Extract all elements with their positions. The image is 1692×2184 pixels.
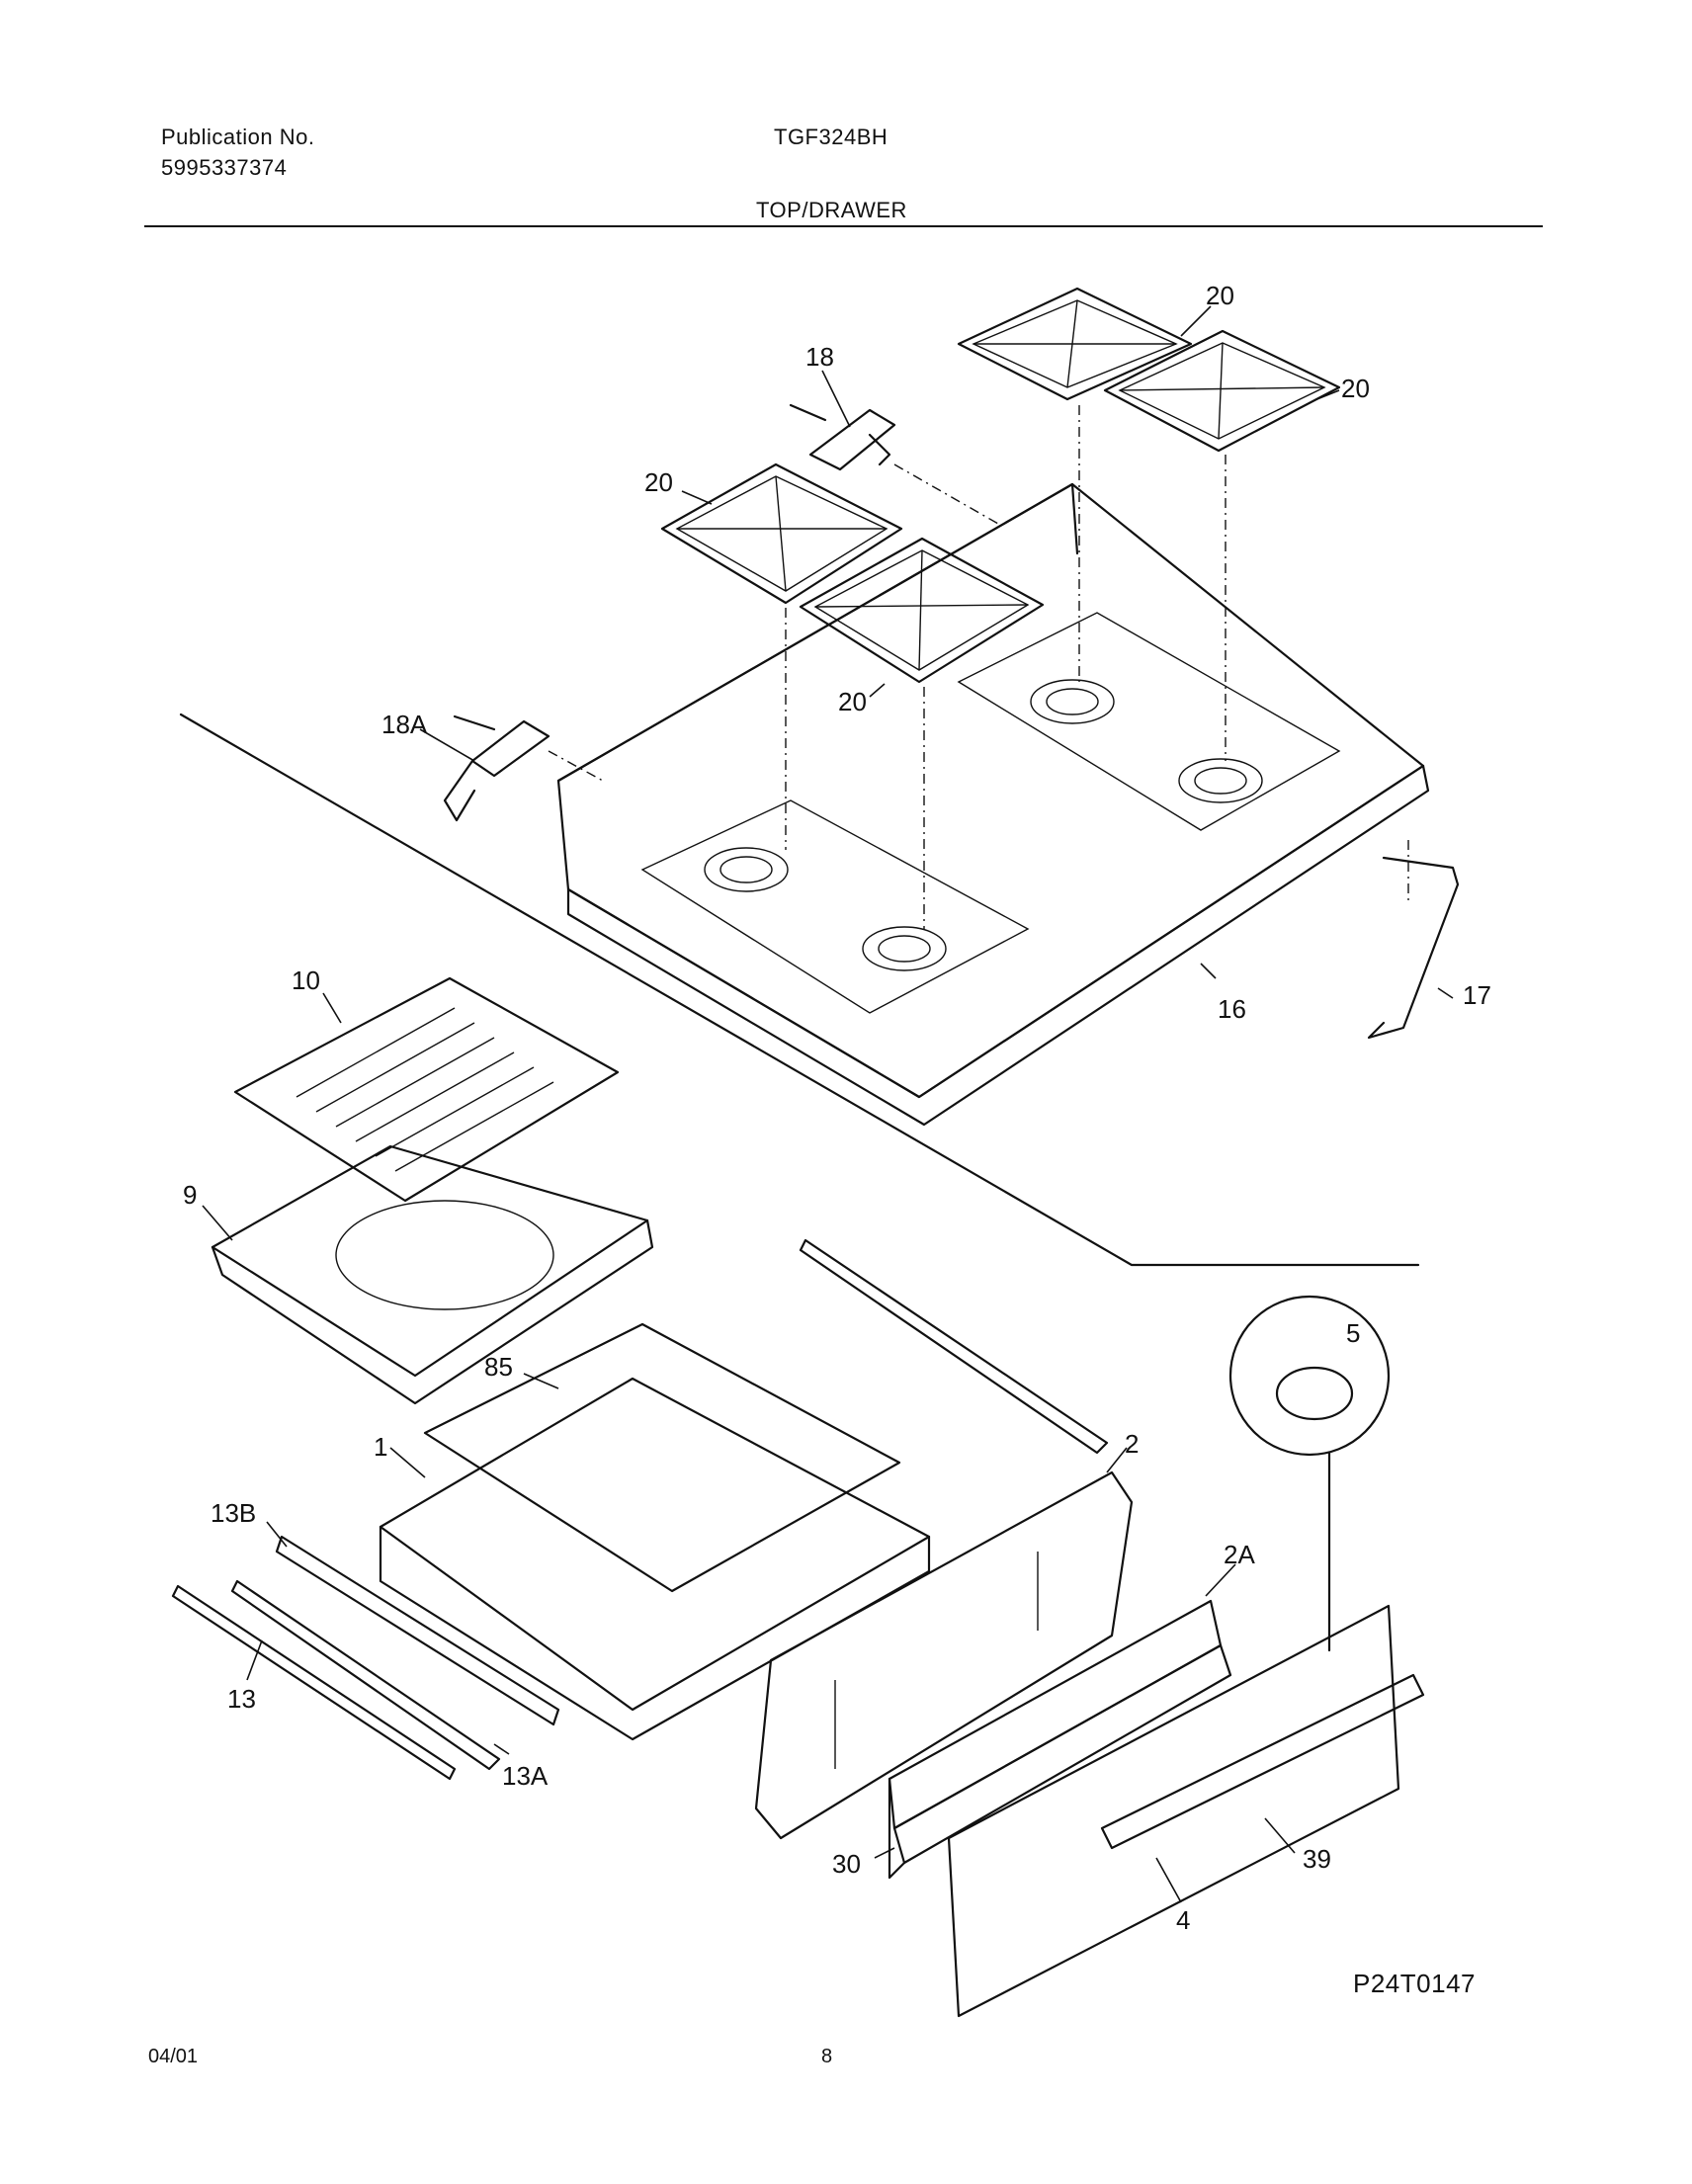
page-number: 8 — [821, 2046, 833, 2067]
callout-20: 20 — [838, 687, 867, 716]
header-rule — [144, 225, 1543, 227]
burner-grate-part — [660, 462, 903, 605]
callout-85: 85 — [484, 1352, 513, 1382]
callout-18: 18 — [805, 342, 834, 372]
callout-17: 17 — [1463, 980, 1491, 1010]
callout-5: 5 — [1346, 1318, 1360, 1348]
drawer-rail-part — [799, 1238, 1109, 1455]
callout-9: 9 — [183, 1180, 197, 1210]
model-number: TGF324BH — [774, 125, 888, 149]
callout-4: 4 — [1176, 1905, 1190, 1935]
drawer-side-panel-part — [754, 1470, 1134, 1840]
drawer-liner-part — [379, 1377, 931, 1741]
publication-number: 5995337374 — [161, 155, 288, 180]
callout-2a: 2A — [1224, 1540, 1255, 1569]
callout-2: 2 — [1125, 1429, 1139, 1459]
callout-20: 20 — [1206, 281, 1234, 310]
callout-20: 20 — [644, 467, 673, 497]
drawer-front-part — [888, 1599, 1232, 1880]
callout-20: 20 — [1341, 374, 1370, 403]
section-title: TOP/DRAWER — [756, 198, 907, 222]
callout-13b: 13B — [211, 1498, 256, 1528]
callout-13a: 13A — [502, 1761, 549, 1791]
figure-code: P24T0147 — [1353, 1969, 1476, 1998]
drawer-panel-part — [947, 1604, 1425, 2018]
callout-10: 10 — [292, 966, 320, 995]
hinge-bracket-part — [789, 403, 896, 471]
drawer-slide-part — [171, 1535, 560, 1781]
wire-rod-part — [1367, 856, 1460, 1040]
callout-13: 13 — [227, 1684, 256, 1714]
broiler-pan-part — [211, 1144, 654, 1405]
cooktop-part — [556, 482, 1430, 1127]
callout-18a: 18A — [381, 710, 428, 739]
broiler-grid-part — [233, 976, 620, 1203]
hinge-bracket-part — [443, 714, 550, 822]
burner-grate-part — [957, 287, 1193, 401]
callout-16: 16 — [1218, 994, 1246, 1024]
publication-label: Publication No. — [161, 125, 315, 149]
footer-date: 04/01 — [148, 2046, 199, 2067]
section-divider-line — [179, 713, 1420, 1267]
burner-grate-part — [1103, 329, 1341, 453]
knob-detail-part — [1228, 1295, 1391, 1652]
callout-30: 30 — [832, 1849, 861, 1879]
drawer-rack-part — [423, 1322, 901, 1593]
callout-1: 1 — [374, 1432, 387, 1462]
callout-39: 39 — [1303, 1844, 1331, 1874]
